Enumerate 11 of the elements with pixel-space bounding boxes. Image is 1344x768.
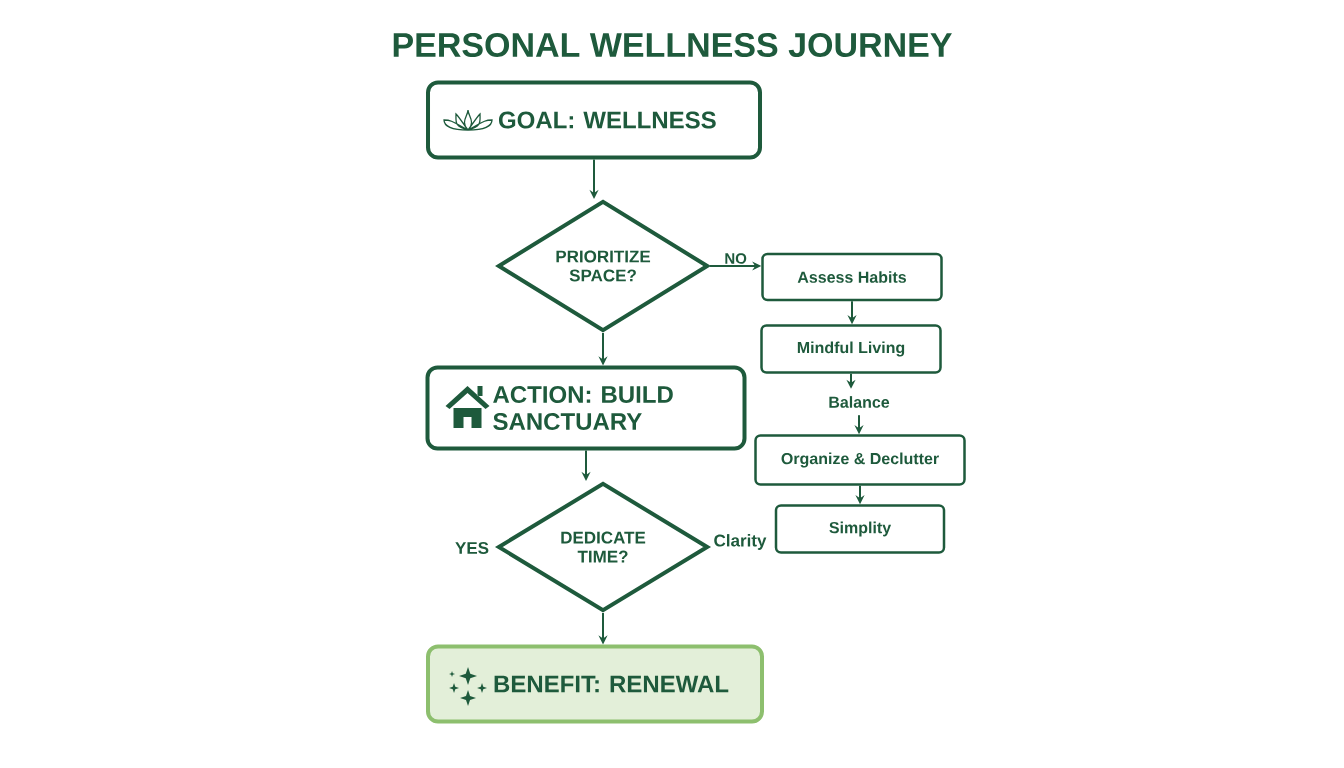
goal-box: GOAL: WELLNESS <box>426 80 762 160</box>
step-text: Balance <box>829 396 890 408</box>
process-box: Organize & Declutter <box>754 434 966 486</box>
side-label: Clarity <box>714 534 767 550</box>
benefit-box: BENEFIT: RENEWAL <box>426 644 764 724</box>
process-box: Assess Habits <box>761 252 943 302</box>
process-box: Mindful Living <box>760 324 942 374</box>
title: PERSONAL WELLNESS JOURNEY <box>393 32 952 58</box>
process-box: Simplity <box>774 504 946 554</box>
edge-label: NO <box>725 253 747 264</box>
action-box: ACTION: BUILD SANCTUARY <box>425 365 747 451</box>
